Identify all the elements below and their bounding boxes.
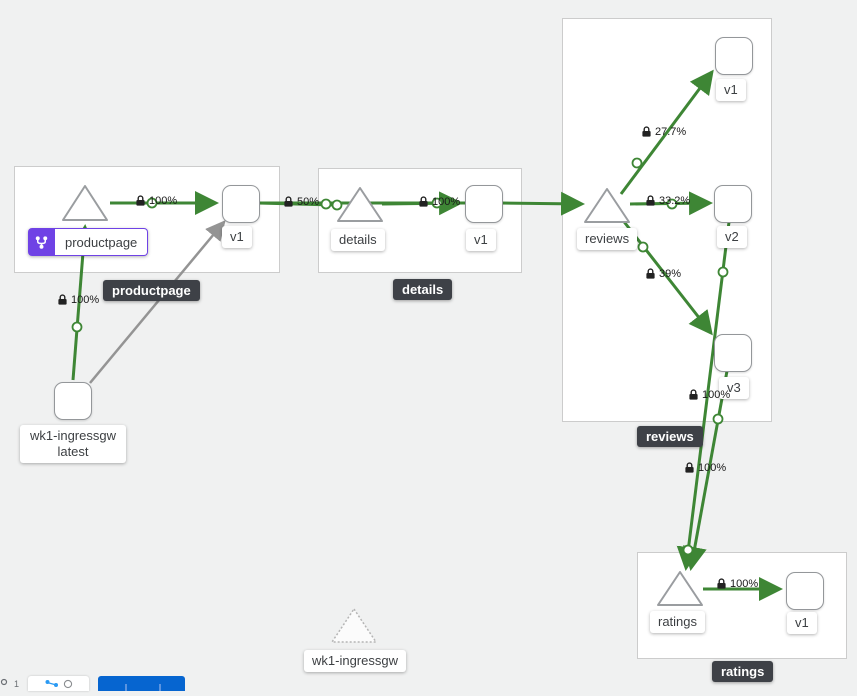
edge-label-to-details: 50%: [283, 196, 319, 208]
edge-label-reviews-v2: 33.2%: [645, 195, 690, 207]
node-reviews-v1[interactable]: [715, 37, 753, 75]
edge-label-v2-ratings: 100%: [688, 389, 730, 401]
button-text-fragment: [125, 684, 161, 691]
edge-label-reviews-v1: 27.7%: [641, 126, 686, 138]
graph-type-icon: [45, 679, 58, 687]
edge-percentage: 100%: [432, 196, 461, 208]
node-label: v3: [719, 377, 749, 399]
lock-icon: [717, 578, 726, 589]
node-details-v1[interactable]: [465, 185, 503, 223]
edge-circle: [331, 199, 343, 211]
lock-icon: [642, 126, 651, 137]
edge-circle: [71, 321, 83, 333]
lock-icon: [136, 195, 145, 206]
edge-circle-markers: [71, 157, 729, 556]
edge-circle: [682, 544, 694, 556]
edge-label-ratings-internal: 100%: [716, 578, 758, 590]
edge-circle: [631, 157, 643, 169]
lock-icon: [646, 268, 655, 279]
lock-icon: [284, 196, 293, 207]
node-productpage-v1[interactable]: [222, 185, 260, 223]
lock-icon: [58, 294, 67, 305]
node-ratings-v1[interactable]: [786, 572, 824, 610]
edge-reviews-v3-to-ratings[interactable]: [682, 370, 729, 571]
node-label: v2: [717, 226, 747, 248]
chevron-icon: [63, 679, 72, 688]
node-label: reviews: [577, 228, 638, 250]
node-reviews-v2[interactable]: [714, 185, 752, 223]
edge-label-ingress: 100%: [57, 294, 99, 306]
group-badge-details: details: [393, 279, 453, 300]
edge-percentage: 33.2%: [659, 195, 691, 207]
edge-percentage: 50%: [297, 196, 320, 208]
edge-percentage: 100%: [730, 578, 759, 590]
edge-percentage: 39%: [659, 268, 682, 280]
edge-ingress-to-productpage-v1[interactable]: [89, 220, 226, 384]
node-label: v1: [787, 612, 817, 634]
node-ingress-workload[interactable]: [54, 382, 92, 420]
node-label: wk1-ingressgw: [304, 650, 406, 672]
lock-icon: [646, 195, 655, 206]
edge-percentage: 100%: [149, 195, 178, 207]
primary-action-button[interactable]: [98, 676, 185, 691]
ingress-label-line1: wk1-ingressgw: [30, 428, 116, 443]
virtual-service-icon: [28, 228, 55, 256]
edge-label-v3-ratings: 100%: [684, 462, 726, 474]
node-label-ingress: wk1-ingressgw latest: [20, 425, 126, 463]
node-label: v1: [716, 79, 746, 101]
edge-circle: [637, 241, 649, 253]
edge-percentage: 100%: [71, 294, 100, 306]
node-label: details: [331, 229, 385, 251]
edge-reviews-to-v1[interactable]: [619, 69, 714, 195]
edge-percentage: 100%: [702, 389, 731, 401]
graph-type-button[interactable]: [28, 676, 89, 691]
group-badge-productpage: productpage: [103, 280, 200, 301]
edge-circle: [666, 198, 678, 210]
lock-icon: [419, 196, 428, 207]
virtual-service-label-text: productpage: [55, 228, 149, 256]
toolbar-glyph: 1: [14, 679, 19, 689]
edge-percentage: 100%: [698, 462, 727, 474]
node-label: v1: [466, 229, 496, 251]
node-label: v1: [222, 226, 252, 248]
edge-circle: [146, 197, 158, 209]
edge-label-reviews-v3: 39%: [645, 268, 681, 280]
virtual-service-label-productpage[interactable]: productpage: [28, 228, 149, 256]
node-reviews-v3[interactable]: [714, 334, 752, 372]
edge-reviews-v2-to-ratings[interactable]: [676, 221, 731, 571]
group-badge-ratings: ratings: [712, 661, 774, 682]
group-badge-reviews: reviews: [637, 426, 703, 447]
edge-percentage: 27.7%: [655, 126, 687, 138]
ingress-label-line2: latest: [57, 444, 89, 459]
edge-circle: [717, 266, 729, 278]
edge-circle: [320, 198, 332, 210]
edge-label-details-internal: 100%: [418, 196, 460, 208]
node-label: ratings: [650, 611, 706, 633]
zoom-icon[interactable]: [0, 678, 8, 686]
lock-icon: [685, 462, 694, 473]
edge-details-v1-to-reviews[interactable]: [500, 191, 585, 216]
graph-toolbar-icons[interactable]: 1: [0, 676, 26, 691]
edge-circle: [712, 413, 724, 425]
lock-icon: [689, 389, 698, 400]
edge-circle: [431, 197, 443, 209]
edge-label-productpage-internal: 100%: [135, 195, 177, 207]
